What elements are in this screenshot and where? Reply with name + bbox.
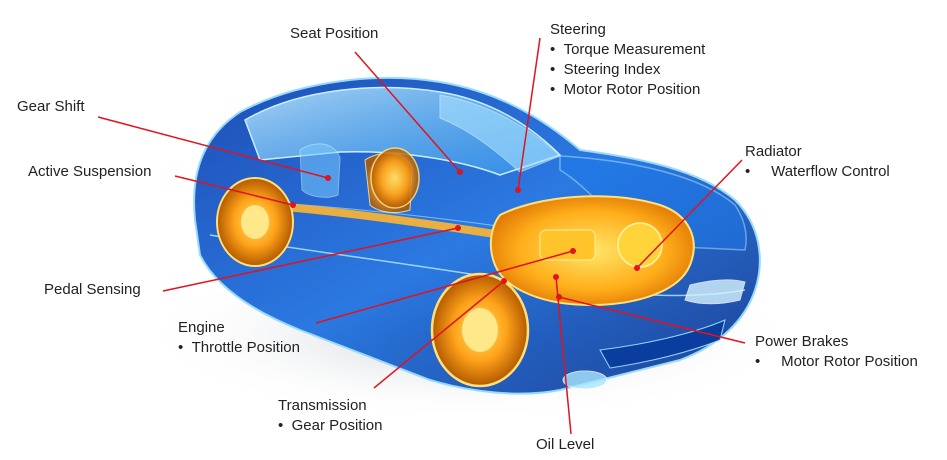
label-power-brakes-title: Power Brakes <box>755 333 849 350</box>
label-oil-level-title: Oil Level <box>536 436 595 453</box>
label-transmission: Transmission Gear Position <box>278 396 382 436</box>
leader-lines <box>97 37 746 435</box>
leader-engine <box>315 250 574 324</box>
label-steering-title: Steering <box>550 21 606 38</box>
label-seat-position-title: Seat Position <box>290 25 379 42</box>
leader-dots <box>290 169 640 300</box>
leader-active-suspension <box>174 175 294 206</box>
label-oil-level: Oil Level <box>536 435 594 455</box>
label-radiator-title: Radiator <box>745 143 802 160</box>
rear-wheel-far <box>370 147 420 209</box>
leader-radiator <box>636 159 743 269</box>
label-radiator-item: Waterflow Control <box>745 162 890 182</box>
label-active-suspension: Active Suspension <box>28 162 151 182</box>
label-engine: Engine Throttle Position <box>178 318 300 358</box>
leader-transmission <box>373 280 505 389</box>
label-pedal-sensing: Pedal Sensing <box>44 280 141 300</box>
rear-wheel <box>216 177 294 267</box>
leader-seat-position <box>354 51 461 173</box>
leader-power-brakes <box>558 296 746 344</box>
label-gear-shift: Gear Shift <box>17 97 85 117</box>
label-steering-item-3: Motor Rotor Position <box>550 80 705 100</box>
label-engine-item: Throttle Position <box>178 338 300 358</box>
label-steering-item-2: Steering Index <box>550 60 705 80</box>
front-wheel <box>430 272 530 388</box>
label-power-brakes: Power Brakes Motor Rotor Position <box>755 332 918 372</box>
leader-pedal-sensing <box>162 227 459 292</box>
label-pedal-sensing-title: Pedal Sensing <box>44 281 141 298</box>
leader-gear-shift <box>97 116 329 179</box>
label-steering-item-1: Torque Measurement <box>550 40 706 60</box>
label-transmission-item: Gear Position <box>278 416 383 436</box>
label-active-suspension-title: Active Suspension <box>28 163 152 180</box>
engine-block <box>489 195 695 307</box>
label-transmission-title: Transmission <box>278 397 367 414</box>
leader-oil-level <box>555 276 572 435</box>
label-radiator: Radiator Waterflow Control <box>745 142 890 182</box>
label-engine-title: Engine <box>178 319 225 336</box>
label-seat-position: Seat Position <box>290 24 378 44</box>
label-gear-shift-title: Gear Shift <box>17 98 85 115</box>
leader-steering <box>517 37 541 191</box>
label-power-brakes-item: Motor Rotor Position <box>755 352 918 372</box>
label-steering: Steering Torque Measurement Steering Ind… <box>550 20 705 100</box>
